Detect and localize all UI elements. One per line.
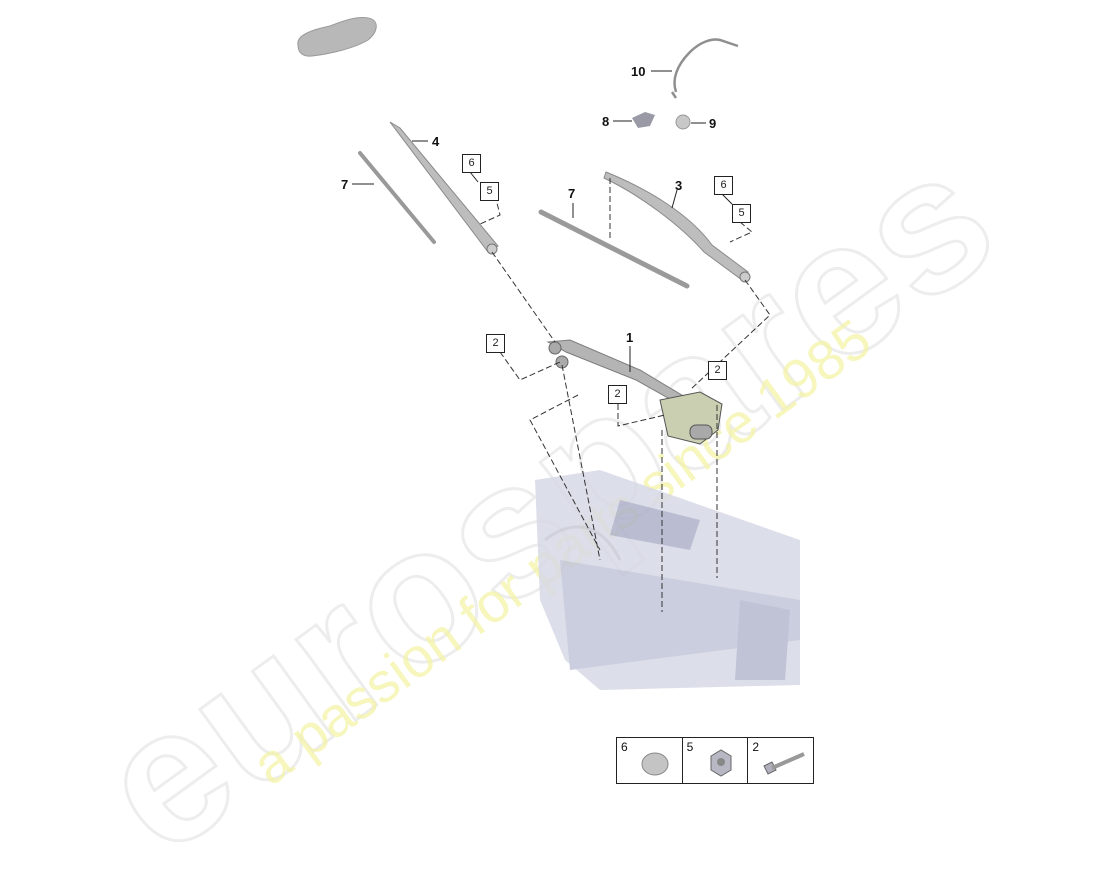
legend-cell-cap[interactable]: 6	[617, 738, 683, 783]
connector-illustration	[632, 112, 655, 128]
ref-box-2-linkage[interactable]: 2	[486, 334, 505, 353]
callout-8[interactable]: 8	[602, 114, 610, 129]
legend-cell-bolt[interactable]: 2	[748, 738, 813, 783]
callout-10[interactable]: 10	[631, 64, 646, 79]
parts-diagram: eurospares a passion for parts since 198…	[60, 17, 1033, 895]
bolt-icon	[763, 752, 806, 775]
ref-box-6-left[interactable]: 6	[462, 154, 481, 173]
wiring-harness-illustration	[670, 38, 739, 99]
callout-9[interactable]: 9	[709, 116, 717, 131]
diagram-artwork	[297, 17, 800, 690]
hex-nut-icon	[710, 749, 732, 777]
car-silhouette-icon	[297, 17, 377, 57]
callout-7-left[interactable]: 7	[341, 177, 349, 192]
ref-box-5-left[interactable]: 5	[480, 182, 499, 201]
grommet-illustration	[675, 114, 691, 130]
ref-box-2-motor-right[interactable]: 2	[708, 361, 727, 380]
callout-3[interactable]: 3	[675, 178, 683, 193]
legend-cell-nut[interactable]: 5	[683, 738, 749, 783]
callout-7-right[interactable]: 7	[568, 186, 576, 201]
ref-box-5-right[interactable]: 5	[732, 204, 751, 223]
ref-box-6-right[interactable]: 6	[714, 176, 733, 195]
callout-4[interactable]: 4	[432, 134, 440, 149]
cap-icon	[641, 752, 669, 776]
wiper-motor-illustration	[659, 391, 723, 445]
fastener-legend: 6 5 2	[616, 737, 814, 784]
ref-box-2-motor-left[interactable]: 2	[608, 385, 627, 404]
body-structure-illustration	[535, 470, 800, 690]
callout-1[interactable]: 1	[626, 330, 634, 345]
